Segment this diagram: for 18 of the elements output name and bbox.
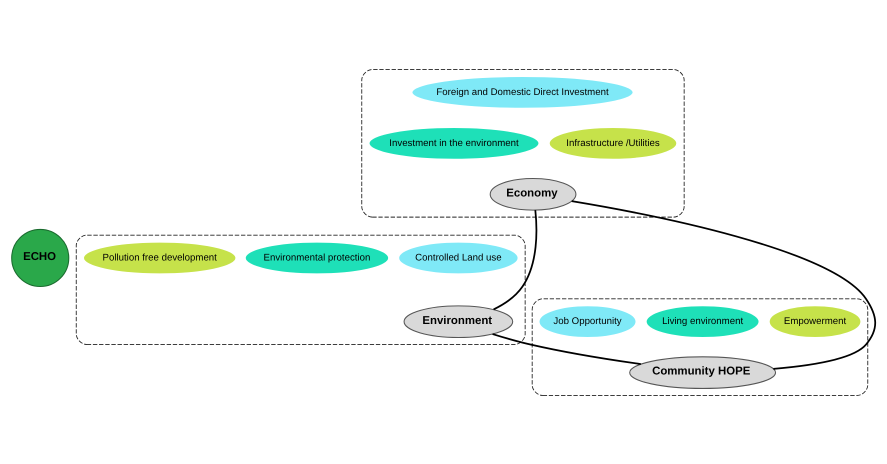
node-ellipse: Economy [490, 177, 576, 210]
node-ellipse: Empowerment [768, 304, 862, 338]
cluster [76, 234, 526, 344]
node-ellipse: Infrastructure /Utilities [548, 126, 678, 160]
node-ellipse: Controlled Land use [398, 241, 518, 274]
node-ellipse: Job Opportunity [538, 304, 636, 338]
node-ellipse: Living environment [646, 304, 760, 338]
node-ellipse: Environmental protection [244, 241, 390, 274]
connector [493, 210, 538, 310]
node-circle: ECHO [11, 228, 70, 287]
node-ellipse: Investment in the environment [368, 126, 540, 160]
node-ellipse: Pollution free development [83, 241, 236, 274]
cluster [361, 68, 685, 218]
cluster [532, 298, 868, 396]
node-ellipse: Foreign and Domestic Direct Investment [412, 76, 634, 108]
node-ellipse: Environment [404, 304, 514, 338]
connector [572, 200, 876, 370]
node-ellipse: Community HOPE [629, 356, 776, 388]
